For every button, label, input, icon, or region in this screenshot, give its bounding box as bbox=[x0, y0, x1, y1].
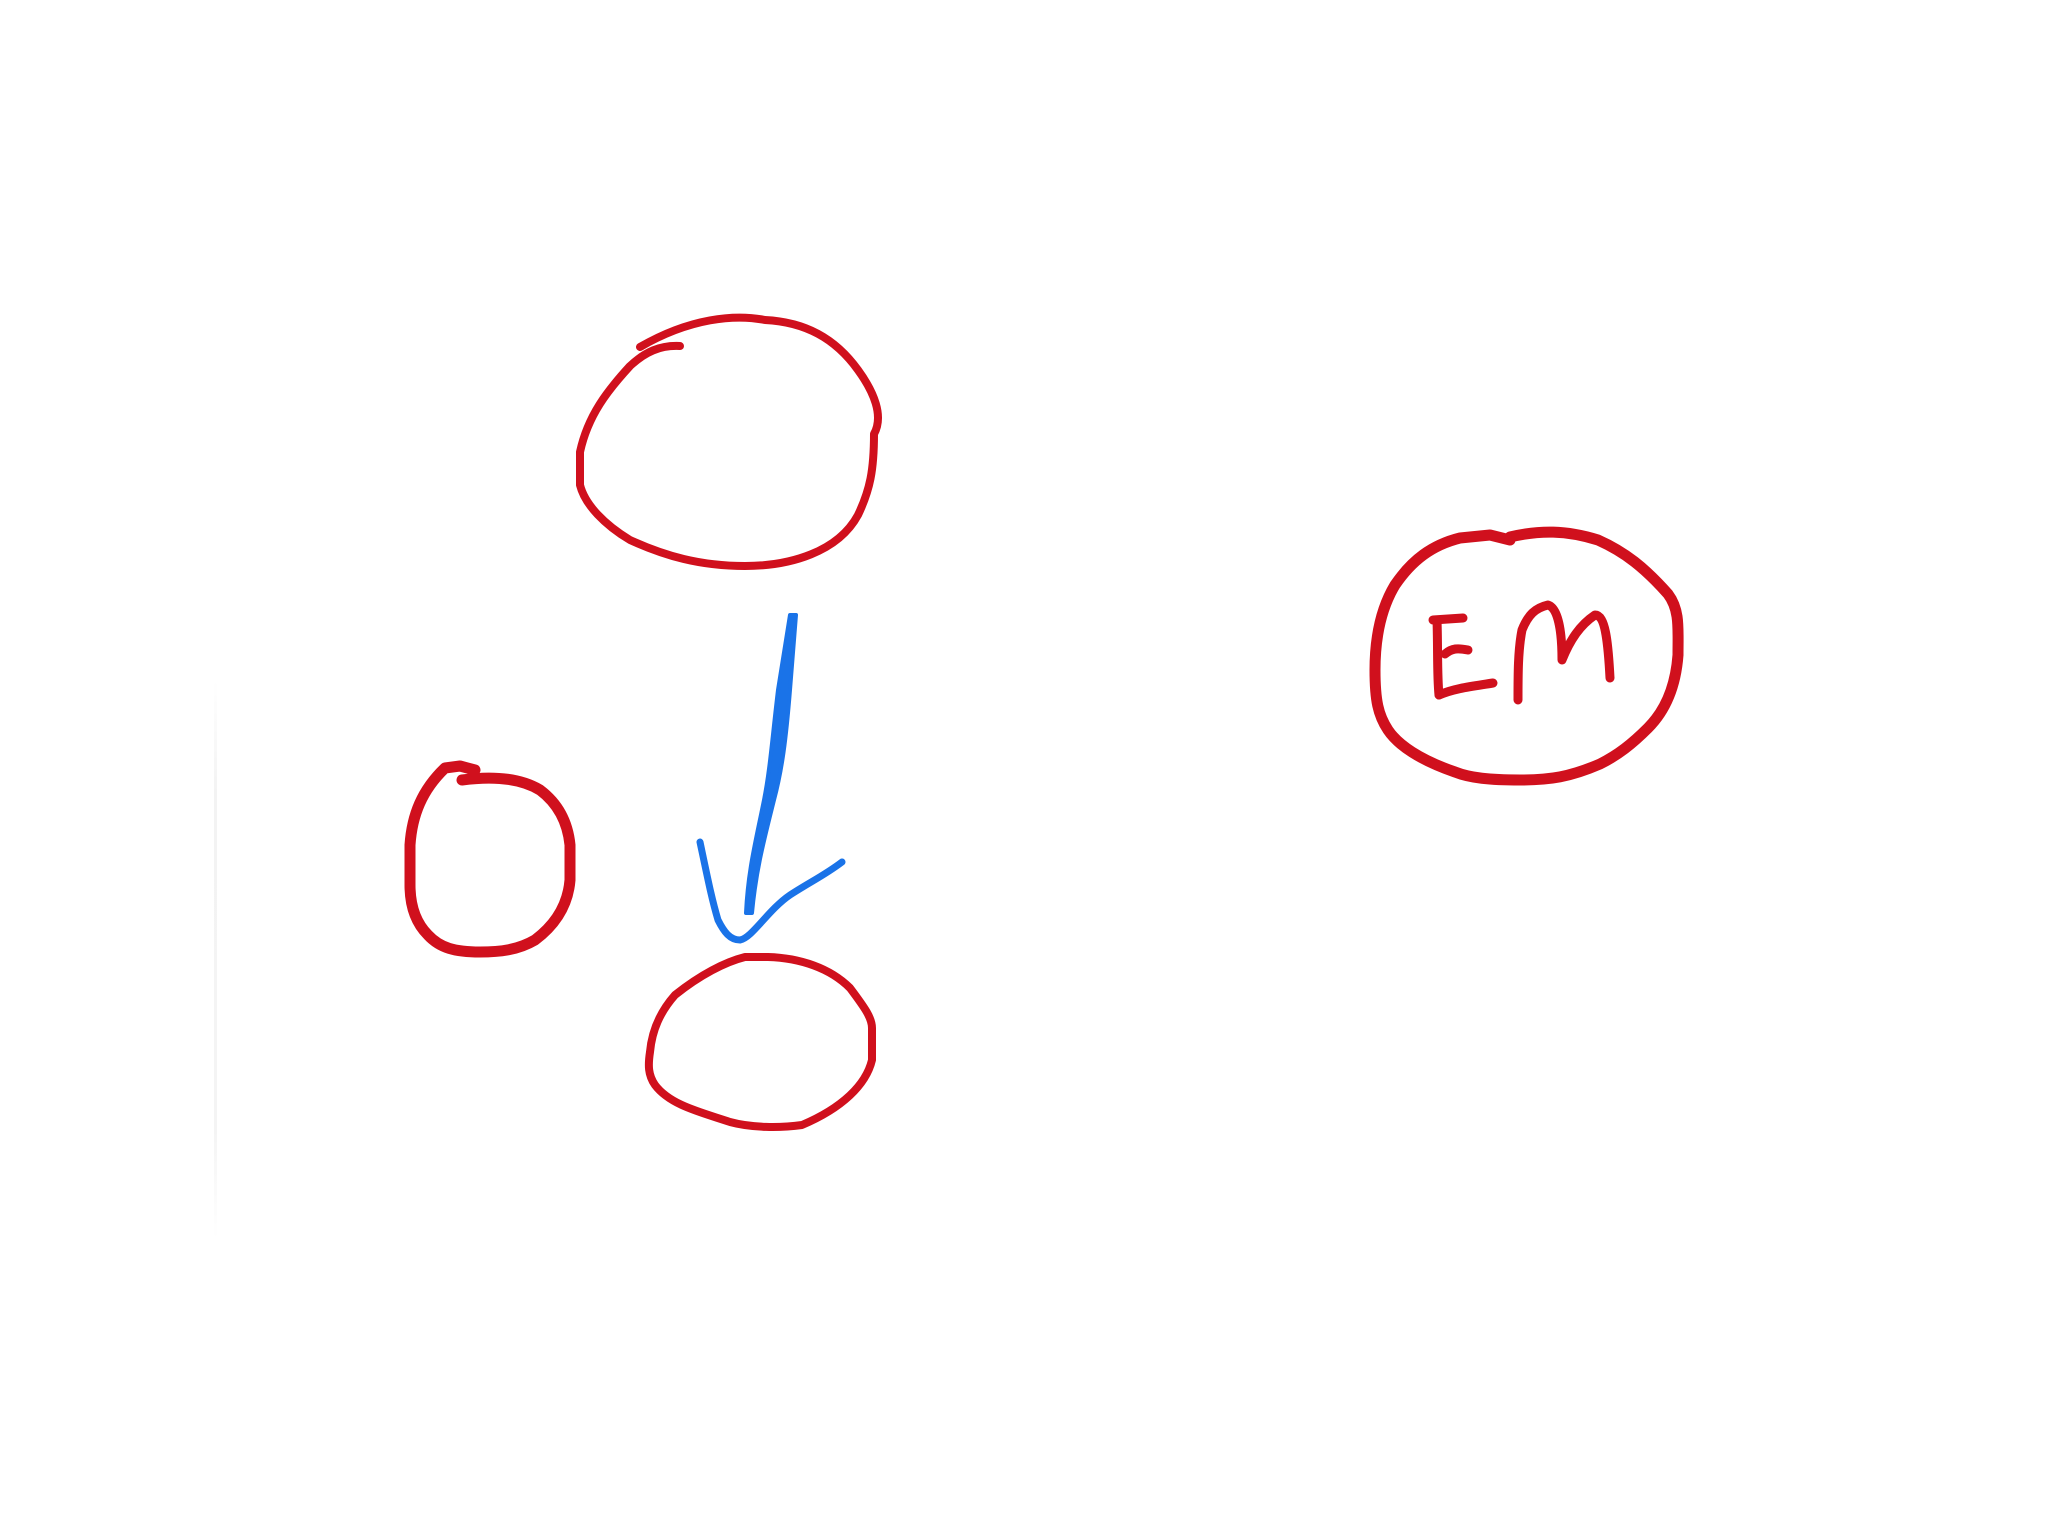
node-em-lettering bbox=[1428, 600, 1615, 705]
arrow-head-icon bbox=[696, 838, 846, 944]
edge-top-to-bottom bbox=[696, 613, 846, 944]
node-left bbox=[404, 760, 576, 958]
node-top-outline bbox=[576, 313, 882, 570]
arrow-shaft-icon bbox=[744, 613, 798, 915]
node-bottom bbox=[644, 953, 876, 1131]
node-top bbox=[576, 313, 882, 570]
node-bottom-outline bbox=[644, 953, 876, 1131]
node-left-outline bbox=[404, 760, 576, 958]
node-em: EM bbox=[1369, 526, 1684, 786]
node-em-outline bbox=[1369, 526, 1684, 786]
node-em-label: EM bbox=[1521, 689, 1523, 691]
faint-scan-edge bbox=[214, 680, 217, 1240]
